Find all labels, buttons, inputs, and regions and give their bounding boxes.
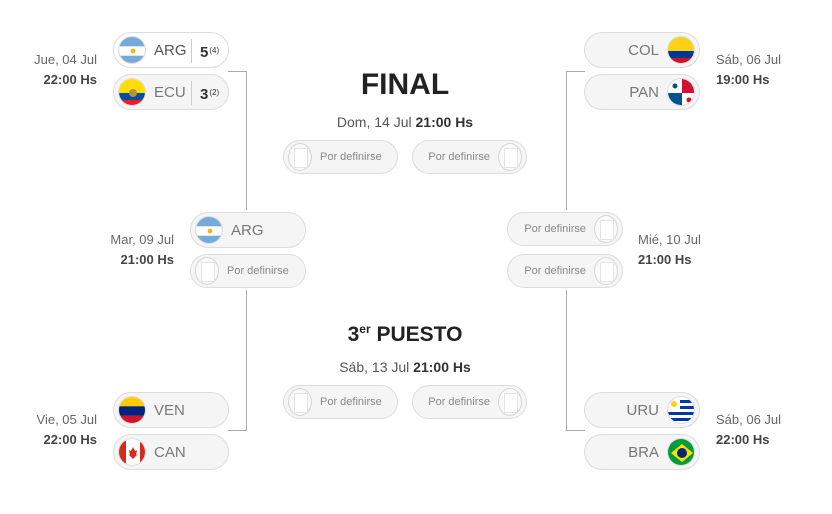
argentina-flag-icon [195, 216, 223, 244]
connector-line [566, 290, 567, 431]
team-pill-sf1-arg[interactable]: ARG [190, 212, 306, 248]
match-date: Jue, 04 Jul [34, 52, 97, 67]
team-code: Por definirse [320, 396, 382, 408]
placeholder-flag-icon [594, 215, 618, 243]
connector-line [566, 430, 585, 431]
team-code: PAN [629, 83, 659, 101]
team-score: 5(4) [191, 39, 228, 63]
match-date: Sáb, 13 Jul [339, 359, 410, 375]
brazil-flag-icon [667, 438, 695, 466]
team-code: ECU [154, 83, 186, 101]
match-date: Vie, 05 Jul [36, 412, 97, 427]
uruguay-flag-icon [667, 396, 695, 424]
team-code: Por definirse [320, 151, 382, 163]
team-pill-sf1-tbd[interactable]: Por definirse [190, 254, 306, 288]
team-pill-ven[interactable]: VEN [113, 392, 229, 428]
team-code: Por definirse [524, 223, 586, 235]
connector-line [246, 290, 247, 431]
team-pill-ecu[interactable]: ECU 3(2) [113, 74, 229, 110]
third-team1-pill[interactable]: Por definirse [283, 385, 398, 419]
team-code: Por definirse [524, 265, 586, 277]
team-code: VEN [154, 401, 185, 419]
connector-line [566, 71, 585, 72]
final-team1-pill[interactable]: Por definirse [283, 140, 398, 174]
title-number: 3 [347, 323, 360, 346]
placeholder-flag-icon [195, 257, 219, 285]
match-date-qf1: Jue, 04 Jul 22:00 Hs [0, 50, 97, 90]
team-pill-bra[interactable]: BRA [584, 434, 700, 470]
match-date: Dom, 14 Jul [336, 114, 412, 130]
title-ordinal: er [359, 322, 371, 336]
final-team2-pill[interactable]: Por definirse [412, 140, 527, 174]
team-pill-can[interactable]: CAN [113, 434, 229, 470]
match-date-qf3: Sáb, 06 Jul 19:00 Hs [716, 50, 826, 90]
colombia-flag-icon [667, 36, 695, 64]
match-time: 21:00 Hs [120, 252, 174, 267]
team-code: ARG [154, 41, 187, 59]
title-text: PUESTO [370, 323, 463, 346]
team-code: COL [628, 41, 659, 59]
match-time: 21:00 Hs [638, 252, 692, 267]
match-time: 22:00 Hs [43, 432, 97, 447]
match-date-sf2: Mié, 10 Jul 21:00 Hs [638, 230, 748, 270]
third-place-schedule: Sáb, 13 Jul 21:00 Hs [280, 359, 530, 375]
team-code: Por definirse [428, 396, 490, 408]
connector-line [228, 430, 247, 431]
match-date: Mié, 10 Jul [638, 232, 701, 247]
team-code: ARG [231, 221, 264, 239]
third-place-title: 3er PUESTO [305, 322, 505, 347]
connector-line [246, 71, 247, 210]
canada-flag-icon [118, 438, 146, 466]
team-pill-uru[interactable]: URU [584, 392, 700, 428]
team-code: BRA [628, 443, 659, 461]
match-date-qf4: Sáb, 06 Jul 22:00 Hs [716, 410, 826, 450]
team-score: 3(2) [191, 81, 228, 105]
match-time: 19:00 Hs [716, 72, 770, 87]
placeholder-flag-icon [288, 388, 312, 416]
match-time: 21:00 Hs [413, 359, 471, 375]
argentina-flag-icon [118, 36, 146, 64]
team-pill-arg[interactable]: ARG 5(4) [113, 32, 229, 68]
penalty-score: (4) [209, 46, 220, 55]
connector-line [228, 71, 247, 72]
placeholder-flag-icon [594, 257, 618, 285]
match-date-sf1: Mar, 09 Jul 21:00 Hs [60, 230, 174, 270]
team-pill-sf2-tbd1[interactable]: Por definirse [507, 212, 623, 246]
placeholder-flag-icon [498, 143, 522, 171]
venezuela-flag-icon [118, 396, 146, 424]
team-pill-col[interactable]: COL [584, 32, 700, 68]
match-date: Sáb, 06 Jul [716, 412, 782, 427]
team-code: CAN [154, 443, 186, 461]
match-time: 21:00 Hs [415, 114, 474, 130]
team-code: URU [626, 401, 660, 419]
team-code: Por definirse [428, 151, 490, 163]
score-value: 5 [200, 44, 209, 61]
match-date-qf2: Vie, 05 Jul 22:00 Hs [0, 410, 97, 450]
team-pill-sf2-tbd2[interactable]: Por definirse [507, 254, 623, 288]
match-date: Sáb, 06 Jul [716, 52, 782, 67]
final-schedule: Dom, 14 Jul 21:00 Hs [280, 114, 530, 130]
panama-flag-icon [667, 78, 695, 106]
match-date: Mar, 09 Jul [110, 232, 174, 247]
match-time: 22:00 Hs [43, 72, 97, 87]
connector-line [566, 71, 567, 210]
penalty-score: (2) [209, 88, 220, 97]
team-pill-pan[interactable]: PAN [584, 74, 700, 110]
ecuador-flag-icon [118, 78, 146, 106]
match-time: 22:00 Hs [716, 432, 770, 447]
third-team2-pill[interactable]: Por definirse [412, 385, 527, 419]
placeholder-flag-icon [288, 143, 312, 171]
final-title: FINAL [360, 68, 450, 101]
team-code: Por definirse [227, 265, 289, 277]
score-value: 3 [200, 86, 209, 103]
placeholder-flag-icon [498, 388, 522, 416]
